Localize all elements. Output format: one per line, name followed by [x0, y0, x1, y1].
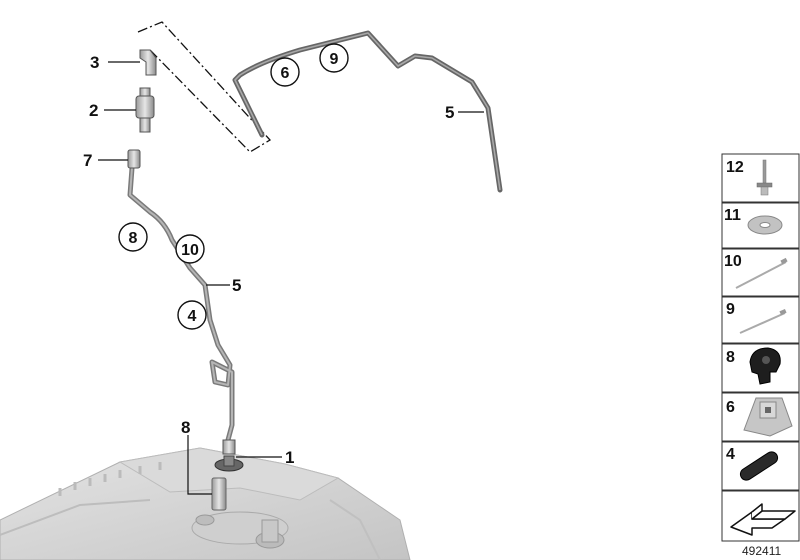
cable-tie-icon [735, 257, 788, 289]
cable-tie-icon [739, 308, 787, 334]
legend-item-9: 9 [721, 296, 800, 344]
circled-callout-4: 4 [177, 300, 207, 330]
legend-item-4: 4 [721, 441, 800, 491]
svg-text:6: 6 [726, 399, 735, 416]
nut-clip-icon [743, 397, 793, 437]
reference-arrow-box [721, 490, 800, 542]
tank-vent-valve [214, 439, 244, 472]
callout-5-left: 5 [232, 276, 241, 295]
svg-text:4: 4 [726, 446, 735, 463]
svg-text:10: 10 [724, 253, 742, 270]
valve [135, 87, 155, 133]
callout-5-right: 5 [445, 103, 454, 122]
arrow-icon [730, 503, 796, 536]
elbow-fitting [139, 49, 157, 76]
leader-lines [98, 61, 484, 495]
circled-callout-6: 6 [270, 57, 300, 87]
tank-fitting [211, 477, 227, 511]
svg-text:11: 11 [724, 207, 741, 224]
document-number: 492411 [742, 544, 781, 558]
legend-item-10: 10 [721, 248, 800, 297]
parts-legend: 12 11 10 9 [721, 153, 800, 542]
fuel-tank [0, 447, 411, 560]
circled-callout-8: 8 [118, 222, 148, 252]
svg-text:12: 12 [726, 159, 744, 176]
svg-text:8: 8 [129, 230, 138, 247]
svg-text:6: 6 [281, 65, 290, 82]
clip-icon [749, 347, 781, 385]
circled-callout-9: 9 [319, 43, 349, 73]
svg-text:4: 4 [188, 308, 197, 325]
callout-1: 1 [285, 448, 294, 467]
callout-3: 3 [90, 53, 99, 72]
legend-item-6: 6 [721, 392, 800, 442]
continuation-dashed-line [137, 21, 272, 153]
connector [127, 149, 141, 169]
svg-text:9: 9 [726, 301, 735, 318]
washer-icon [747, 215, 783, 235]
legend-item-11: 11 [721, 202, 800, 249]
callout-2: 2 [89, 101, 98, 120]
circled-callout-10: 10 [175, 234, 205, 264]
legend-item-8: 8 [721, 343, 800, 393]
callout-7: 7 [83, 151, 92, 170]
svg-text:8: 8 [726, 349, 735, 366]
svg-text:9: 9 [330, 51, 339, 68]
svg-text:10: 10 [181, 242, 199, 259]
hose-icon [739, 451, 779, 481]
callout-8-lower: 8 [181, 418, 190, 437]
legend-item-12: 12 [721, 153, 800, 203]
bolt-icon [756, 159, 773, 196]
